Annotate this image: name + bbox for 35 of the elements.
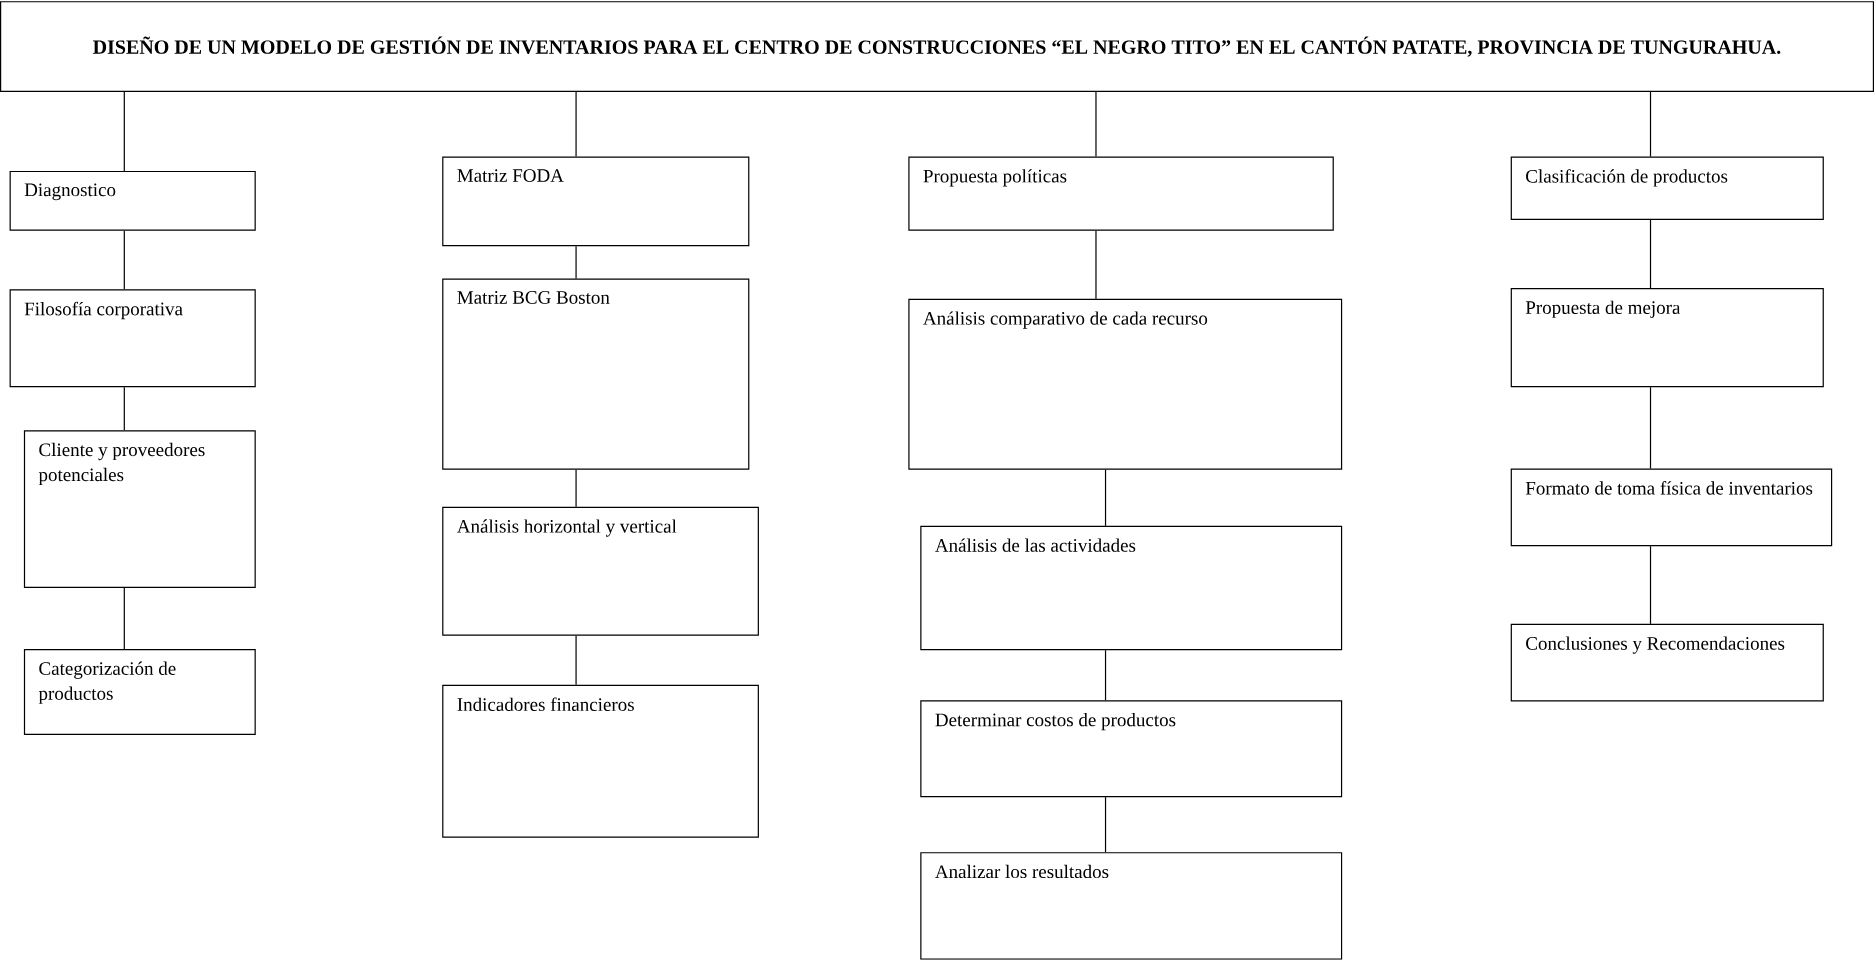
process-box: Determinar costos de productos	[920, 700, 1343, 798]
connector-line	[575, 245, 577, 280]
connector-line	[1095, 230, 1097, 300]
process-box: Analizar los resultados	[920, 852, 1343, 960]
connector-line	[1095, 91, 1097, 158]
connector-line	[1104, 796, 1107, 853]
title-box: DISEÑO DE UN MODELO DE GESTIÓN DE INVENTARIOS PARA EL CENTRO DE CONSTRUCCIONES “EL NEGRO TITO” EN EL CANTÓN PATATE, PROVINCIA DE TUNGURAHUA.	[0, 1, 1874, 93]
connector-line	[1649, 545, 1652, 625]
process-box: Propuesta políticas	[908, 156, 1334, 231]
process-box: Filosofía corporativa	[9, 289, 256, 388]
process-box: Matriz FODA	[442, 156, 750, 247]
process-box: Cliente y proveedores potenciales	[23, 430, 256, 589]
process-box: Clasificación de productos	[1510, 156, 1824, 221]
process-box: Análisis de las actividades	[920, 526, 1343, 651]
connector-line	[123, 230, 125, 290]
connector-line	[1649, 91, 1652, 158]
connector-line	[123, 91, 125, 172]
connector-line	[1104, 469, 1107, 527]
process-box: Conclusiones y Recomendaciones	[1510, 624, 1824, 702]
process-box: Matriz BCG Boston	[442, 278, 750, 470]
connector-line	[575, 469, 577, 508]
process-box: Diagnostico	[9, 171, 256, 231]
process-box: Análisis comparativo de cada recurso	[908, 298, 1343, 470]
process-box: Formato de toma física de inventarios	[1510, 468, 1833, 547]
connector-line	[123, 587, 125, 650]
connector-line	[1649, 219, 1652, 289]
process-box: Indicadores financieros	[442, 684, 759, 838]
connector-line	[575, 635, 577, 686]
process-box: Análisis horizontal y vertical	[442, 506, 759, 636]
connector-line	[1104, 649, 1107, 702]
process-box: Categorización de productos	[23, 649, 256, 736]
connector-line	[123, 386, 125, 431]
connector-line	[1649, 386, 1652, 470]
process-box: Propuesta de mejora	[1510, 288, 1824, 388]
connector-line	[575, 91, 577, 158]
